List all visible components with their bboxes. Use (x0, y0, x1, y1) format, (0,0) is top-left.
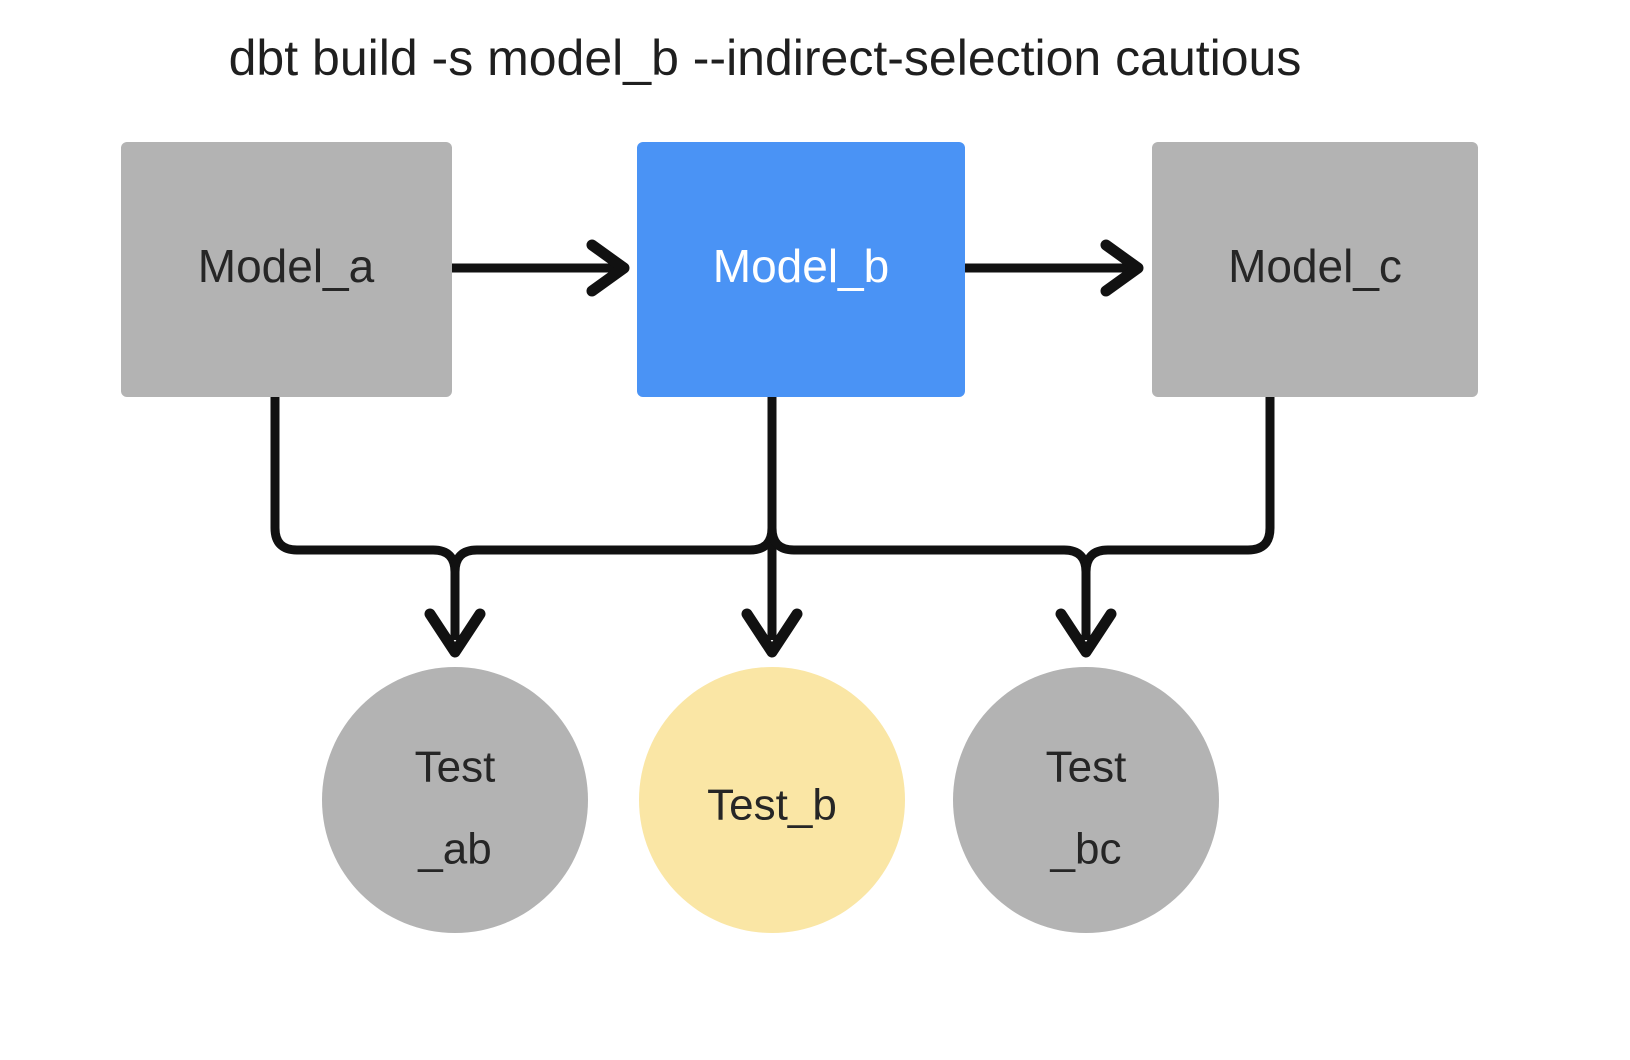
model-node-model-a[interactable]: Model_a (121, 142, 452, 397)
edge-model-c-to-test-bc (1081, 397, 1275, 640)
edge-model-b-to-model-c (965, 239, 1144, 297)
diagram-title: dbt build -s model_b --indirect-selectio… (229, 30, 1302, 86)
test-node-test-b[interactable]: Test_b (639, 667, 905, 933)
test-bc-label-line1: Test (1046, 743, 1127, 792)
model-c-rect[interactable] (1152, 142, 1478, 397)
model-a-rect[interactable] (121, 142, 452, 397)
test-node-layer: Test _ab Test_b Test _bc (322, 667, 1219, 933)
test-ab-label-line1: Test (415, 743, 496, 792)
model-node-layer: Model_a Model_b Model_c (121, 142, 1478, 397)
arrowhead-icon (586, 239, 630, 297)
arrowhead-icon (1055, 608, 1117, 658)
arrowhead-icon (424, 608, 486, 658)
model-node-model-b[interactable]: Model_b (637, 142, 965, 397)
model-b-label: Model_b (713, 240, 889, 292)
test-node-test-ab[interactable]: Test _ab (322, 667, 588, 933)
edge-model-b-to-test-bc (767, 397, 1117, 658)
edge-model-b-to-test-ab (450, 397, 777, 640)
arrowhead-icon (741, 608, 803, 658)
model-node-model-c[interactable]: Model_c (1152, 142, 1478, 397)
model-a-label: Model_a (198, 240, 375, 292)
model-c-label: Model_c (1228, 240, 1402, 292)
test-ab-circle[interactable] (322, 667, 588, 933)
test-node-test-bc[interactable]: Test _bc (953, 667, 1219, 933)
test-b-label-line1: Test_b (707, 781, 837, 830)
test-bc-circle[interactable] (953, 667, 1219, 933)
test-bc-label-line2: _bc (1050, 825, 1122, 874)
model-b-rect[interactable] (637, 142, 965, 397)
test-ab-label-line2: _ab (417, 825, 491, 874)
edge-layer (270, 239, 1275, 658)
edge-model-a-to-model-b (452, 239, 630, 297)
test-b-circle[interactable] (639, 667, 905, 933)
arrowhead-icon (1100, 239, 1144, 297)
edge-model-a-to-test-ab (270, 397, 486, 658)
